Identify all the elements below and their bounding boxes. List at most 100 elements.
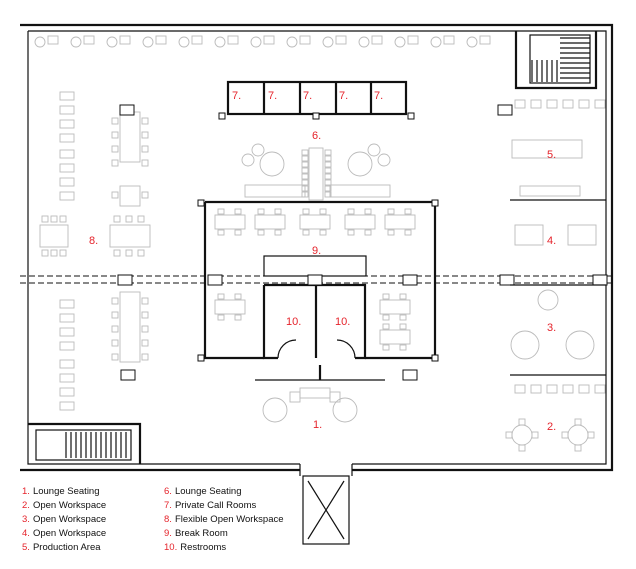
table	[299, 214, 331, 230]
stool	[301, 161, 309, 168]
chair	[34, 36, 46, 48]
chair	[113, 215, 121, 223]
chair	[111, 131, 119, 139]
structural-column	[197, 199, 205, 207]
room-number-3: 3.	[547, 322, 556, 334]
chair	[59, 215, 67, 223]
chair	[561, 431, 569, 439]
chair	[83, 35, 95, 45]
room-number-4: 4.	[547, 235, 556, 247]
chair	[371, 35, 383, 45]
furniture	[34, 35, 606, 452]
chair	[407, 35, 419, 45]
chair	[286, 36, 298, 48]
partition-walls	[255, 199, 606, 381]
chair	[443, 35, 455, 45]
chair	[141, 145, 149, 153]
table	[379, 299, 411, 315]
structural-column	[197, 354, 205, 362]
legend-item: 10.Restrooms	[164, 542, 227, 553]
chair	[531, 431, 539, 439]
desk	[59, 105, 75, 115]
chair	[505, 431, 513, 439]
chair	[399, 323, 407, 330]
desk	[59, 327, 75, 337]
banquette	[244, 184, 306, 198]
chair	[217, 293, 225, 300]
room-number-9: 9.	[312, 245, 321, 257]
stool	[324, 173, 332, 180]
desk	[562, 384, 574, 394]
chair	[234, 208, 242, 215]
chair	[234, 314, 242, 321]
chair	[137, 215, 145, 223]
counter	[308, 147, 324, 201]
desk	[59, 373, 75, 383]
legend-item: 6.Lounge Seating	[164, 486, 242, 497]
structural-column	[407, 112, 415, 120]
table	[109, 224, 151, 248]
chair	[574, 444, 582, 452]
chair	[125, 249, 133, 257]
structural-column	[499, 274, 515, 286]
desk	[59, 177, 75, 187]
desk	[530, 384, 542, 394]
chair	[111, 353, 119, 361]
banquette	[329, 184, 391, 198]
chair	[347, 208, 355, 215]
chair	[479, 35, 491, 45]
structural-column	[307, 274, 323, 286]
room-number-7e: 7.	[374, 90, 383, 102]
round-table	[262, 397, 288, 423]
chair	[113, 249, 121, 257]
stool	[301, 179, 309, 186]
chair	[250, 36, 262, 48]
entrance-stair	[302, 475, 350, 545]
chair	[111, 117, 119, 125]
chair	[155, 35, 167, 45]
chair	[399, 344, 407, 351]
stool	[301, 149, 309, 156]
desk	[59, 149, 75, 159]
chair	[364, 229, 372, 236]
table	[379, 329, 411, 345]
chair	[217, 314, 225, 321]
chair	[214, 36, 226, 48]
table	[214, 214, 246, 230]
stool	[324, 155, 332, 162]
table	[39, 224, 69, 248]
chair	[302, 208, 310, 215]
chair	[404, 208, 412, 215]
entrance-wall	[299, 464, 353, 476]
chair	[394, 36, 406, 48]
room-number-7b: 7.	[268, 90, 277, 102]
desk	[59, 133, 75, 143]
room-number-7d: 7.	[339, 90, 348, 102]
desk	[578, 384, 590, 394]
legend-item: 9.Break Room	[164, 528, 228, 539]
round-table	[510, 330, 540, 360]
room-number-6: 6.	[312, 130, 321, 142]
chair	[347, 229, 355, 236]
sofa	[299, 387, 331, 399]
chair	[217, 208, 225, 215]
structural-column	[119, 104, 135, 116]
chair	[382, 344, 390, 351]
chair	[574, 418, 582, 426]
chair	[141, 159, 149, 167]
chair	[274, 229, 282, 236]
stair-top-right	[514, 31, 598, 90]
structural-column	[431, 199, 439, 207]
structural-column	[312, 112, 320, 120]
chair	[518, 444, 526, 452]
legend-item: 1.Lounge Seating	[22, 486, 100, 497]
exterior-wall-inner	[27, 30, 607, 465]
chair	[322, 36, 334, 48]
chair	[50, 215, 58, 223]
room-number-10a: 10.	[286, 316, 301, 328]
stool	[324, 167, 332, 174]
chair	[399, 314, 407, 321]
lounge-chair	[377, 153, 391, 167]
chair	[106, 36, 118, 48]
chair	[111, 191, 119, 199]
